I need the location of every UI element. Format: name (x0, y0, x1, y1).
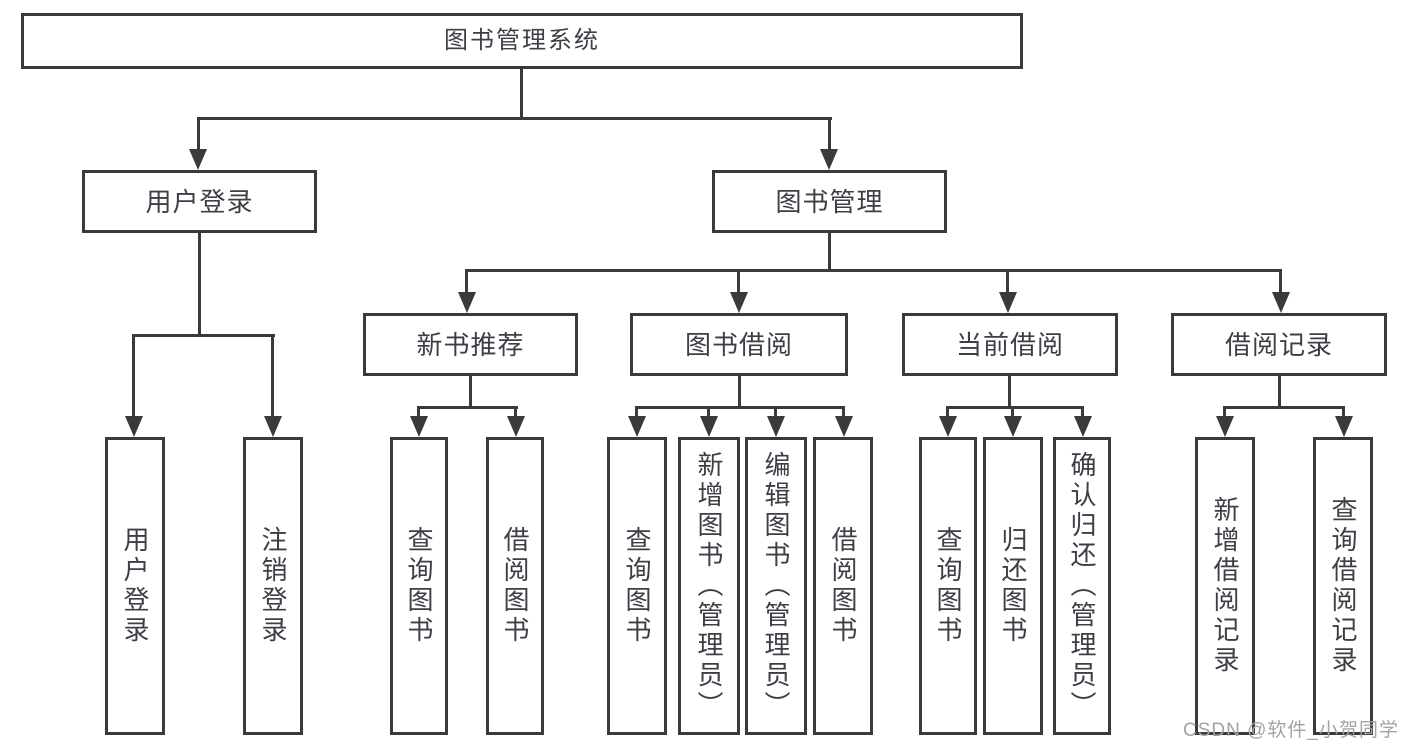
connector-line (946, 406, 1084, 409)
arrow-down-icon (125, 416, 143, 437)
connector-line (271, 334, 274, 422)
leaf-query-books-recommend: 查询图书 (390, 437, 448, 735)
leaf-edit-books-admin: 编辑图书（管理员） (745, 437, 807, 735)
node-book-borrowing: 图书借阅 (630, 313, 848, 376)
connector-line (774, 406, 777, 422)
connector-line (707, 406, 710, 422)
arrow-down-icon (730, 292, 748, 313)
node-current-borrowing: 当前借阅 (902, 313, 1118, 376)
leaf-return-books: 归还图书 (983, 437, 1043, 735)
connector-line (1223, 406, 1226, 422)
connector-line (465, 269, 468, 297)
connector-line (635, 406, 638, 422)
leaf-add-borrow-record: 新增借阅记录 (1195, 437, 1255, 735)
connector-line (417, 406, 518, 409)
arrow-down-icon (264, 416, 282, 437)
connector-line (465, 269, 1282, 272)
node-user-login: 用户登录 (82, 170, 317, 233)
connector-line (132, 334, 275, 337)
arrow-down-icon (1216, 416, 1234, 437)
node-book-management: 图书管理 (712, 170, 947, 233)
connector-line (469, 376, 472, 409)
arrow-down-icon (1004, 416, 1022, 437)
connector-line (828, 117, 831, 153)
arrow-down-icon (1074, 416, 1092, 437)
connector-line (514, 406, 517, 422)
arrow-down-icon (1272, 292, 1290, 313)
leaf-borrow-books-recommend: 借阅图书 (486, 437, 544, 735)
arrow-down-icon (189, 149, 207, 170)
connector-line (1081, 406, 1084, 422)
connector-line (520, 69, 523, 120)
arrow-down-icon (820, 149, 838, 170)
leaf-add-books-admin: 新增图书（管理员） (678, 437, 740, 735)
arrow-down-icon (1335, 416, 1353, 437)
connector-line (828, 233, 831, 272)
arrow-down-icon (628, 416, 646, 437)
leaf-logout: 注销登录 (243, 437, 303, 735)
connector-line (197, 117, 200, 153)
node-root: 图书管理系统 (21, 13, 1023, 69)
leaf-user-login: 用户登录 (105, 437, 165, 735)
arrow-down-icon (835, 416, 853, 437)
connector-line (1006, 269, 1009, 297)
arrow-down-icon (458, 292, 476, 313)
connector-line (132, 334, 135, 422)
arrow-down-icon (700, 416, 718, 437)
connector-line (1011, 406, 1014, 422)
connector-line (1223, 406, 1345, 409)
leaf-query-books-borrowing: 查询图书 (607, 437, 667, 735)
connector-line (1008, 376, 1011, 409)
connector-line (737, 269, 740, 297)
connector-line (198, 233, 201, 337)
connector-line (417, 406, 420, 422)
leaf-borrow-books: 借阅图书 (813, 437, 873, 735)
arrow-down-icon (410, 416, 428, 437)
leaf-query-borrow-record: 查询借阅记录 (1313, 437, 1373, 735)
arrow-down-icon (999, 292, 1017, 313)
connector-line (842, 406, 845, 422)
leaf-query-books-current: 查询图书 (919, 437, 977, 735)
node-new-book-recommendation: 新书推荐 (363, 313, 578, 376)
leaf-confirm-return-admin: 确认归还（管理员） (1053, 437, 1111, 735)
arrow-down-icon (767, 416, 785, 437)
connector-line (197, 117, 832, 120)
connector-line (1279, 269, 1282, 297)
csdn-watermark: CSDN @软件_小贺同学 (1183, 720, 1399, 741)
connector-line (946, 406, 949, 422)
connector-line (635, 406, 845, 409)
node-borrowing-records: 借阅记录 (1171, 313, 1387, 376)
connector-line (738, 376, 741, 409)
connector-line (1342, 406, 1345, 422)
arrow-down-icon (939, 416, 957, 437)
arrow-down-icon (507, 416, 525, 437)
connector-line (1278, 376, 1281, 409)
